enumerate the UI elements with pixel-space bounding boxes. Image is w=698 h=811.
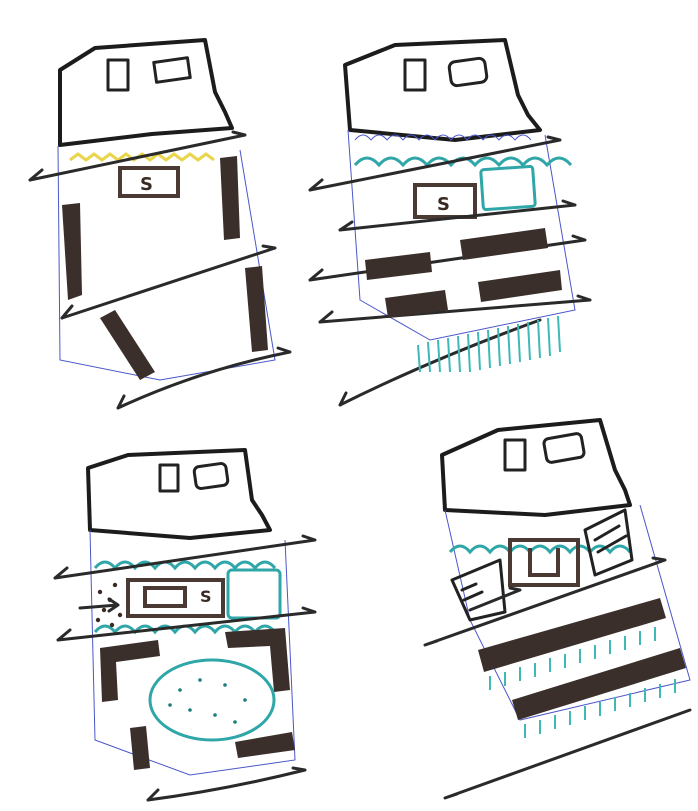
dark-bar [478,270,562,302]
building-window [154,58,190,83]
pavilion-inner [145,588,185,606]
sketch-top-right: S [310,40,590,405]
teal-hatching [418,316,560,372]
circulation-arrow [80,599,118,611]
lawn-dots [168,678,247,724]
circulation-arrow [30,132,245,180]
circulation-arrow [148,768,305,800]
dark-bar [62,203,82,300]
building-window [108,60,128,90]
building-outline [88,450,270,538]
sketch-bottom-left: S [55,450,315,800]
dark-bar [460,228,548,260]
pavilion-label: S [140,174,153,195]
teal-garden [228,570,280,618]
building-window [505,440,525,470]
pavilion-label: S [200,587,212,606]
building-window [160,465,178,491]
sketch-top-left: S [30,40,290,408]
sketch-bottom-right [425,420,690,798]
teal-garden [481,166,536,210]
hatched-area [585,510,632,575]
building-outline [442,420,630,515]
circulation-arrow [445,710,690,798]
building-outline [345,40,540,140]
building-window [543,433,585,463]
circulation-arrow [55,536,315,578]
site-boundary [58,146,275,380]
hatched-area [452,560,505,620]
building-window [449,58,488,87]
teal-lawn [150,660,274,740]
dark-bar [130,726,150,770]
pavilion-inner [530,548,558,575]
dark-bar [220,156,240,240]
dark-bar [245,266,268,352]
building-window [194,463,229,489]
dark-bar [225,628,290,692]
pavilion-label: S [437,194,450,215]
building-window [405,60,425,90]
dark-bar [365,252,432,280]
circulation-arrow [470,588,520,610]
circulation-arrow [62,246,275,318]
building-outline [60,40,232,145]
